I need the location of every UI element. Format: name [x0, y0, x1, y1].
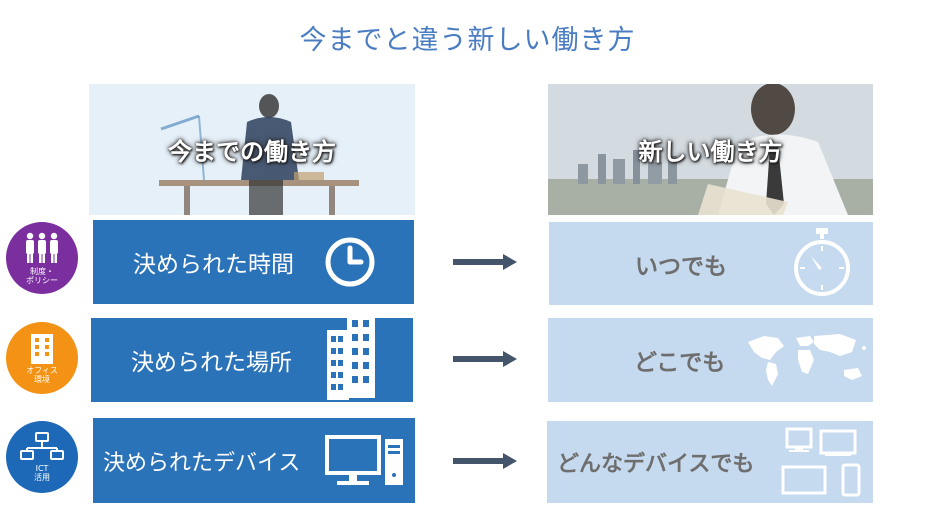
fixed-device-label: 決められたデバイス	[103, 450, 301, 476]
page-title: 今までと違う新しい働き方	[299, 25, 636, 56]
badge-ict-line1: ICT	[35, 464, 49, 473]
world-map-icon	[748, 334, 866, 386]
people-icon	[26, 232, 58, 263]
badge-policy-line1: 制度・	[30, 267, 54, 276]
badge-office-line1: オフィス	[26, 366, 58, 375]
businessman-city-illustration	[548, 84, 873, 215]
new-workstyle-label: 新しい働き方	[638, 138, 783, 166]
stopwatch-icon	[794, 228, 850, 296]
badge-ict-line2: 活用	[34, 473, 50, 482]
fixed-place-label: 決められた場所	[131, 350, 292, 376]
any-device-box: どんなデバイスでも	[547, 421, 873, 503]
old-workstyle-photo: 今までの働き方	[89, 84, 415, 215]
office-building-icon	[327, 312, 375, 400]
anytime-box: いつでも	[549, 222, 873, 305]
badge-ict: ICT 活用	[6, 421, 78, 493]
network-icon	[20, 432, 64, 460]
anywhere-box: どこでも	[548, 318, 873, 402]
anywhere-label: どこでも	[634, 350, 726, 376]
anytime-label: いつでも	[635, 253, 727, 280]
badge-office-line2: 環境	[34, 375, 50, 384]
building-icon	[31, 334, 53, 364]
arrow-right-icon	[453, 351, 517, 367]
fixed-time-box: 決められた時間	[93, 220, 414, 304]
arrow-right-icon	[453, 453, 517, 469]
fixed-time-label: 決められた時間	[133, 252, 294, 278]
new-workstyle-photo: 新しい働き方	[548, 84, 873, 215]
office-worker-illustration	[89, 84, 415, 215]
badge-office: オフィス 環境	[6, 322, 78, 394]
badge-policy-line2: ポリシー	[26, 276, 58, 285]
badge-policy: 制度・ ポリシー	[6, 222, 78, 294]
multi-device-icon	[781, 427, 861, 497]
any-device-label: どんなデバイスでも	[557, 452, 755, 477]
old-workstyle-label: 今までの働き方	[168, 138, 336, 166]
desktop-computer-icon	[325, 435, 403, 485]
fixed-device-box: 決められたデバイス	[93, 418, 415, 503]
arrow-right-icon	[453, 254, 517, 270]
clock-icon	[325, 237, 375, 287]
